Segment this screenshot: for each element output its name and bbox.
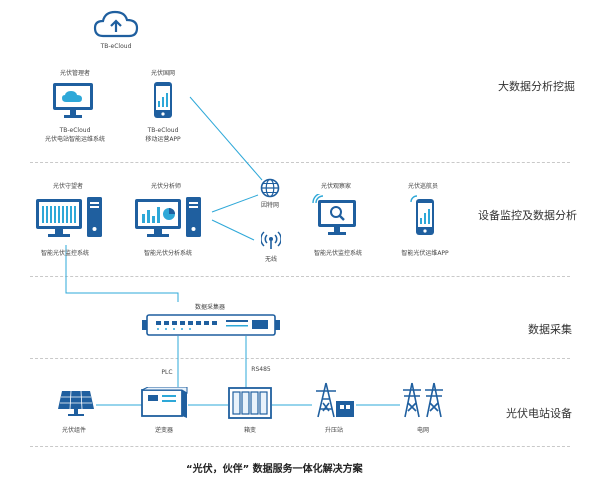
pv-manager-title: 光伏管理者 [59,70,90,77]
monitor-cloud-icon [52,82,94,120]
pv-patrol-title: 光伏巡航员 [407,183,438,190]
cloud-icon [93,8,139,40]
inverter-icon [140,386,188,419]
pv-observer-title: 光伏观察家 [320,183,351,190]
combiner-box-icon [228,387,272,419]
smartphone-analytics-icon [410,194,436,238]
divider-acquisition [30,358,570,359]
internet-label: 因特网 [260,202,279,209]
layer-label-pv-station: 光伏电站设备 [506,407,572,420]
grid-label: 电网 [416,427,429,434]
pv-analyst-caption: 智能光伏分析系统 [143,250,192,257]
pv-guard-title: 光伏守望者 [52,183,83,190]
pv-owner-title: 光伏国网 [150,70,175,77]
data-collector-icon [142,314,280,336]
divider-monitoring [30,276,570,277]
smartphone-icon [153,81,173,119]
pv-patrol-caption: 智能光伏运维APP [401,250,449,257]
wireless-label: 无线 [264,256,277,263]
pv-observer-caption: 智能光伏监控系统 [313,250,362,257]
inverter-label: 逆变器 [154,427,173,434]
layer-label-big-data: 大数据分析挖掘 [498,80,575,93]
globe-icon [260,178,280,198]
monitor-search-icon [312,192,360,238]
pv-manager-line1: TB-eCloud [59,127,91,134]
diagram-caption: “光伏，伙伴” 数据服务一体化解决方案 [186,464,363,475]
divider-big-data [30,162,570,163]
power-grid-icon [400,381,446,419]
combiner-label: 箱变 [243,427,256,434]
collector-label: 数据采集器 [194,304,225,311]
pv-owner-line2: 移动运营APP [145,136,181,143]
cloud-label: TB-eCloud [100,43,132,50]
booster-label: 升压站 [324,427,343,434]
pv-analyst-title: 光伏分析师 [150,183,181,190]
divider-pv-station [30,446,570,447]
monitor-dashboard-icon [35,196,103,240]
monitor-chart-icon [134,196,202,240]
solar-panel-icon [56,389,96,417]
pv-manager-line2: 光伏电站智能运维系统 [44,136,105,143]
pv-module-label: 光伏组件 [61,427,86,434]
substation-icon [314,381,356,419]
pv-guard-caption: 智能光伏监控系统 [40,250,89,257]
pv-owner-line1: TB-eCloud [147,127,179,134]
rs485-label: RS485 [251,366,271,373]
wireless-icon [260,230,282,250]
plc-label: PLC [161,369,173,376]
layer-label-monitoring: 设备监控及数据分析 [478,209,577,222]
layer-label-acquisition: 数据采集 [528,323,572,336]
